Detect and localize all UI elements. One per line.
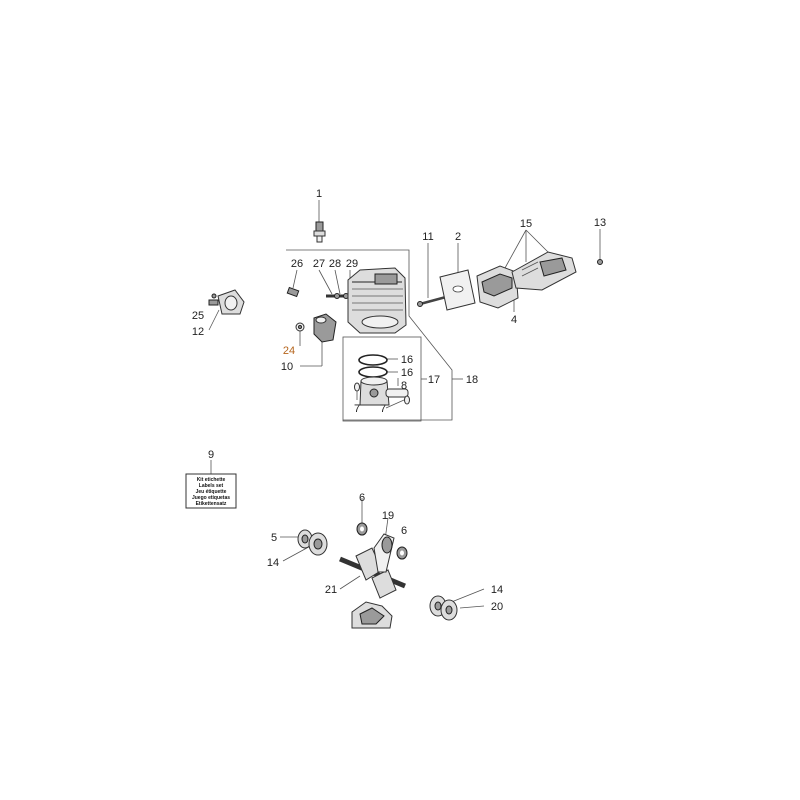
gasket-2 xyxy=(439,269,476,311)
callout-18: 18 xyxy=(466,374,478,386)
kit-line5: Etikettensatz xyxy=(196,501,227,507)
callout-20: 20 xyxy=(491,601,503,613)
nut-13 xyxy=(597,259,603,265)
bearings-right-14-20 xyxy=(429,595,458,621)
intake-12-screw-25 xyxy=(208,289,245,315)
kit-line1: Kit etichette xyxy=(197,477,226,483)
clip-24-part-10 xyxy=(295,313,337,343)
callout-12: 12 xyxy=(192,326,204,338)
callout-4: 4 xyxy=(511,314,517,326)
muffler-4 xyxy=(476,265,519,309)
callout-10: 10 xyxy=(281,361,293,373)
callout-16-top: 16 xyxy=(401,354,413,366)
callout-5: 5 xyxy=(271,532,277,544)
callout-24: 24 xyxy=(283,345,295,357)
callout-6-right: 6 xyxy=(401,525,407,537)
callout-29: 29 xyxy=(346,258,358,270)
callout-2: 2 xyxy=(455,231,461,243)
bearings-left-5-14 xyxy=(297,529,328,556)
bolt-11 xyxy=(417,295,447,307)
label-kit-9: Kit etichette Labels set Jeu étiquette J… xyxy=(185,473,237,509)
callout-21: 21 xyxy=(325,584,337,596)
callout-14-left: 14 xyxy=(267,557,279,569)
crankshaft-21 xyxy=(339,533,406,599)
callout-7-right: 7 xyxy=(380,403,386,415)
kit-line2: Labels set xyxy=(199,483,224,489)
leader-lines xyxy=(208,200,601,609)
callout-1: 1 xyxy=(316,188,322,200)
callout-6-top: 6 xyxy=(359,492,365,504)
kit-line3: Jeu étiquette xyxy=(196,489,227,495)
callout-13: 13 xyxy=(594,217,606,229)
cylinder xyxy=(347,267,407,334)
crankcase-partial xyxy=(351,601,393,629)
callout-labels: 1 11 2 15 13 26 27 28 29 4 25 12 24 10 1… xyxy=(192,188,606,613)
callout-15: 15 xyxy=(520,218,532,230)
callout-17: 17 xyxy=(428,374,440,386)
piston-rings-16 xyxy=(358,354,388,378)
washers-6 xyxy=(356,522,408,560)
muffler-cover-15 xyxy=(511,251,577,291)
callout-11: 11 xyxy=(422,231,433,243)
callout-8: 8 xyxy=(401,380,407,392)
callout-14-right: 14 xyxy=(491,584,503,596)
screw-26 xyxy=(286,286,300,298)
callout-16-bottom: 16 xyxy=(401,367,413,379)
callout-26: 26 xyxy=(291,258,303,270)
callout-27: 27 xyxy=(313,258,325,270)
callout-19: 19 xyxy=(382,510,394,522)
callout-9: 9 xyxy=(208,449,214,461)
callout-28: 28 xyxy=(329,258,341,270)
callout-7-left: 7 xyxy=(354,403,360,415)
callout-25: 25 xyxy=(192,310,204,322)
piston xyxy=(359,376,390,406)
pins-27-28-29 xyxy=(326,293,349,299)
spark-plug xyxy=(313,221,326,243)
kit-line4: Juego etiquetas xyxy=(192,495,230,501)
piston-pin-8-clips-7 xyxy=(354,382,410,405)
